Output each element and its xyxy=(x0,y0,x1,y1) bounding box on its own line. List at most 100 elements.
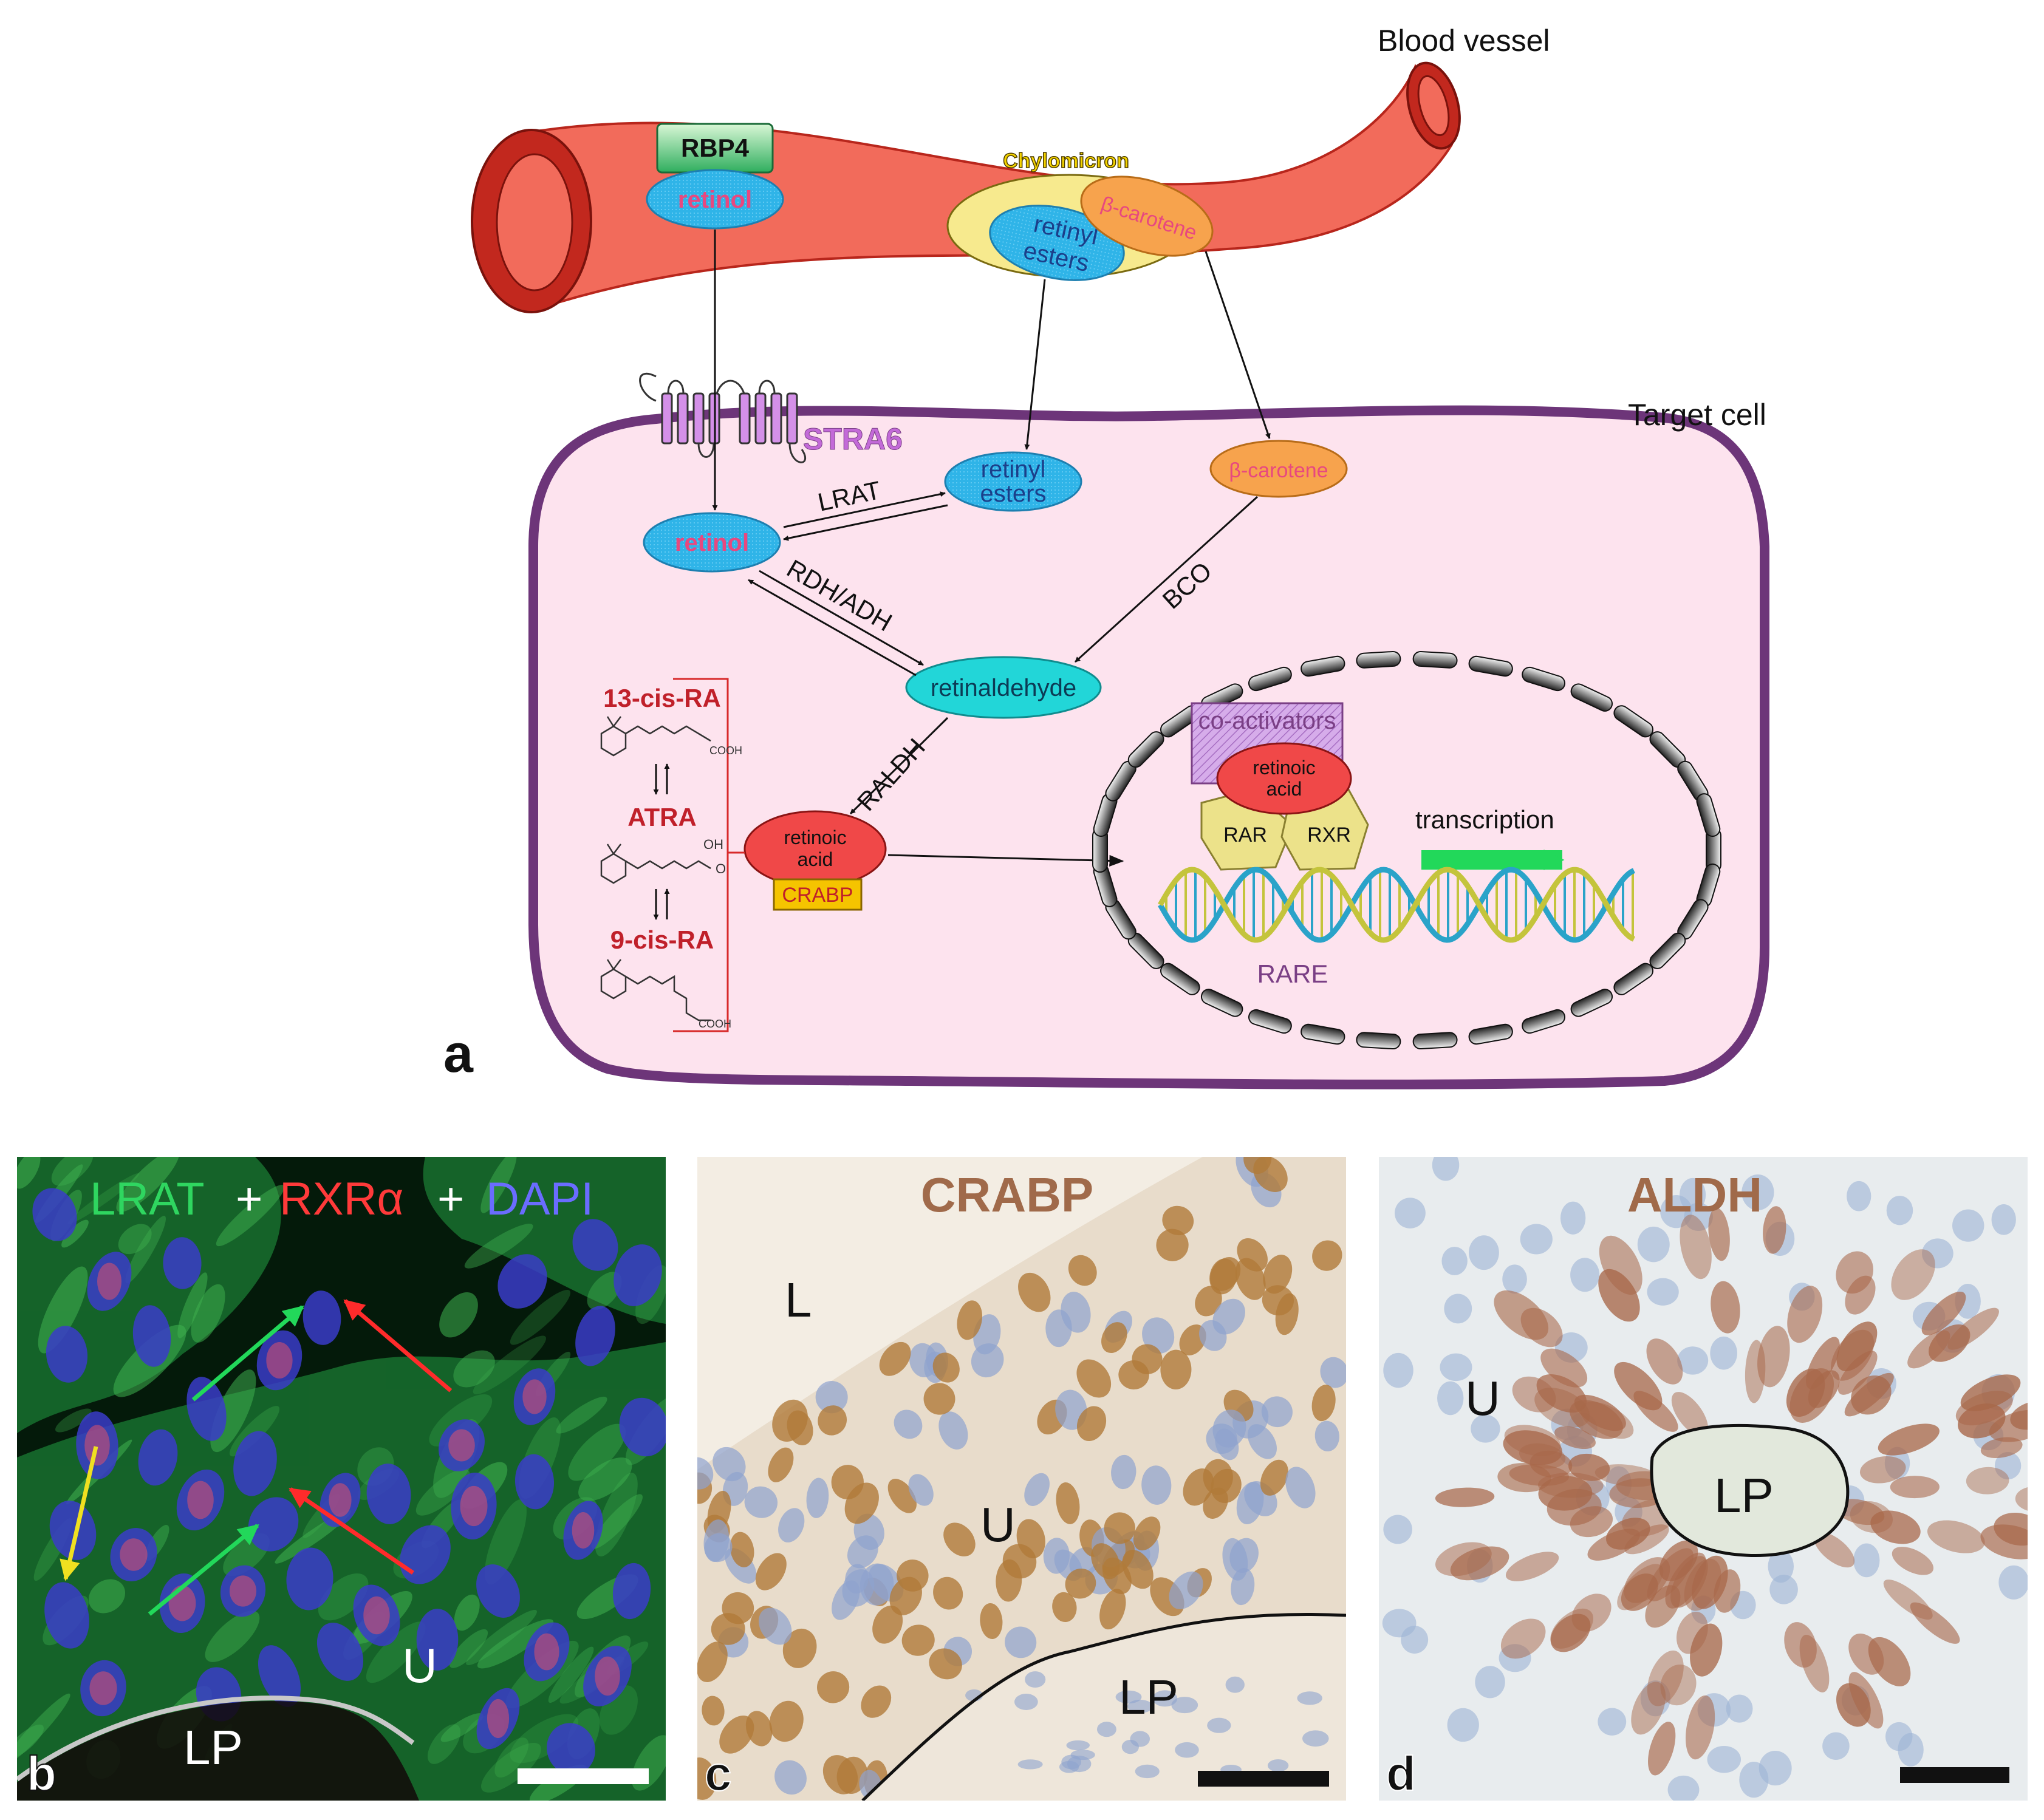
hematoxylin-nucleus xyxy=(1502,1264,1527,1294)
hematoxylin-nucleus xyxy=(1111,1454,1137,1490)
crabp-positive-cell xyxy=(1102,1557,1132,1594)
panel-c-letter: c xyxy=(705,1747,732,1801)
rxr-signal xyxy=(595,1656,620,1696)
rxr-signal xyxy=(84,1425,110,1466)
lrat-signal xyxy=(366,1621,426,1683)
aldh-positive-cell xyxy=(1505,1552,1559,1581)
ra-label-2: acid xyxy=(798,848,833,870)
rxr-signal xyxy=(363,1596,390,1635)
lrat-signal xyxy=(116,1157,180,1212)
aldh-positive-cell xyxy=(1568,1453,1610,1481)
rxr-signal xyxy=(460,1485,488,1527)
aldh-positive-cell xyxy=(1799,1635,1830,1692)
panel-d-letter: d xyxy=(1386,1747,1416,1801)
hematoxylin-nucleus xyxy=(744,1486,778,1518)
hematoxylin-nucleus xyxy=(1441,1247,1468,1275)
aldh-positive-cell xyxy=(1660,1665,1697,1706)
aldh-positive-cell xyxy=(1836,1321,1878,1372)
stromal-nucleus xyxy=(1135,1764,1160,1779)
hematoxylin-nucleus xyxy=(1320,1357,1346,1388)
aldh-positive-cell xyxy=(1890,1476,1940,1499)
lrat-signal xyxy=(51,1157,94,1186)
lrat-signal xyxy=(177,1272,208,1338)
hematoxylin-nucleus xyxy=(1677,1346,1709,1375)
nuclear-envelope-segment xyxy=(1248,666,1292,692)
nuclear-envelope-segment xyxy=(1613,963,1654,995)
aldh-positive-cell xyxy=(1547,1488,1602,1526)
retinaldehyde xyxy=(905,656,1102,719)
hematoxylin-nucleus xyxy=(1469,1235,1499,1270)
crabp-positive-cell xyxy=(996,1559,1022,1602)
lrat-signal xyxy=(477,1619,554,1669)
stain-lrat: LRAT xyxy=(90,1173,205,1225)
cell-retinol xyxy=(643,512,781,573)
aldh-positive-cell xyxy=(1680,1215,1712,1280)
crabp-label: CRABP xyxy=(782,884,853,907)
crabp-positive-cell xyxy=(1052,1592,1077,1623)
lrat-signal xyxy=(494,1737,529,1778)
lrat-signal xyxy=(466,1609,537,1665)
crabp-positive-cell xyxy=(1076,1359,1112,1398)
crabp-positive-cell xyxy=(1099,1589,1126,1630)
nuclear-envelope-segment xyxy=(1649,932,1686,969)
aldh-positive-cell xyxy=(1980,1437,2023,1459)
lrat-signal xyxy=(480,1157,517,1213)
aldh-positive-cell xyxy=(1757,1326,1790,1388)
green-streaks xyxy=(17,1157,666,1801)
crabp-positive-cell xyxy=(901,1624,935,1656)
aldh-positive-cell xyxy=(1850,1501,1893,1533)
isomer-atra-label: ATRA xyxy=(627,803,697,831)
aldh-positive-cell xyxy=(1891,1249,1935,1300)
aldh-positive-cell xyxy=(1540,1348,1588,1388)
aldh-positive-cell xyxy=(1614,1362,1663,1411)
hematoxylin-nucleus xyxy=(1922,1238,1953,1269)
nuclear-envelope-segment xyxy=(1613,705,1654,738)
aldh-positive-cell xyxy=(1708,1208,1730,1261)
hematoxylin-nucleus xyxy=(1314,1420,1339,1452)
nuclear-envelope-segment xyxy=(1522,1009,1566,1034)
o-label: O xyxy=(716,861,726,876)
aldh-positive-cell xyxy=(1848,1634,1884,1675)
lamina-propria-outline xyxy=(1650,1423,1850,1557)
dapi-nucleus xyxy=(572,1219,618,1271)
crabp-positive-cell xyxy=(1263,1255,1293,1294)
nuclear-envelope-segment xyxy=(1248,1009,1292,1034)
stromal-nucleus xyxy=(1061,1754,1081,1770)
dapi-nucleus xyxy=(258,1645,301,1707)
crabp-positive-cell xyxy=(772,1399,808,1442)
crabp-positive-cell xyxy=(1133,1516,1161,1551)
aldh-positive-cell xyxy=(1892,1547,1934,1575)
crabp-positive-cell xyxy=(1311,1385,1336,1422)
hematoxylin-nucleus xyxy=(815,1381,848,1414)
aldh-positive-cell xyxy=(1435,1487,1495,1507)
dapi-nuclei xyxy=(32,1188,666,1775)
hematoxylin-nucleus xyxy=(1952,1209,1984,1242)
aldh-positive-cell xyxy=(1907,1330,1950,1369)
hematoxylin-nucleus xyxy=(1707,1745,1742,1773)
aldh-positive-cell xyxy=(1921,1291,1966,1335)
crabp-positive-cell xyxy=(1132,1344,1163,1374)
aldh-positive-cell xyxy=(1836,1251,1873,1294)
crabp-positive-cell xyxy=(697,1757,717,1800)
crabp-positive-cell xyxy=(1018,1272,1051,1312)
hematoxylin-nucleus xyxy=(1444,1293,1472,1324)
stromal-nucleus xyxy=(1152,1690,1178,1707)
aldh-positive-cell xyxy=(1512,1376,1556,1413)
label-u-b: U xyxy=(402,1638,437,1692)
stain-crabp: CRABP xyxy=(921,1168,1093,1222)
aldh-positive-cell xyxy=(1550,1614,1591,1652)
dapi-nucleus xyxy=(32,1188,77,1241)
stra6-receptor xyxy=(639,372,807,463)
hematoxylin-nucleus xyxy=(1570,1258,1600,1292)
rxr-signal xyxy=(97,1263,122,1300)
lrat-signal xyxy=(484,1499,527,1585)
nuclear-envelope-segment xyxy=(1696,793,1721,837)
ra-label-1: retinoic xyxy=(784,826,846,848)
aldh-positive-cell xyxy=(1648,1722,1676,1776)
lrat-signal xyxy=(568,1423,626,1481)
crabp-positive-cell xyxy=(745,1711,773,1747)
aldh-positive-cell xyxy=(1859,1456,1906,1484)
aldh-positive-cell xyxy=(1814,1532,1855,1568)
hematoxylin-nucleus xyxy=(894,1409,923,1439)
hematoxylin-nucleus xyxy=(1637,1226,1670,1263)
